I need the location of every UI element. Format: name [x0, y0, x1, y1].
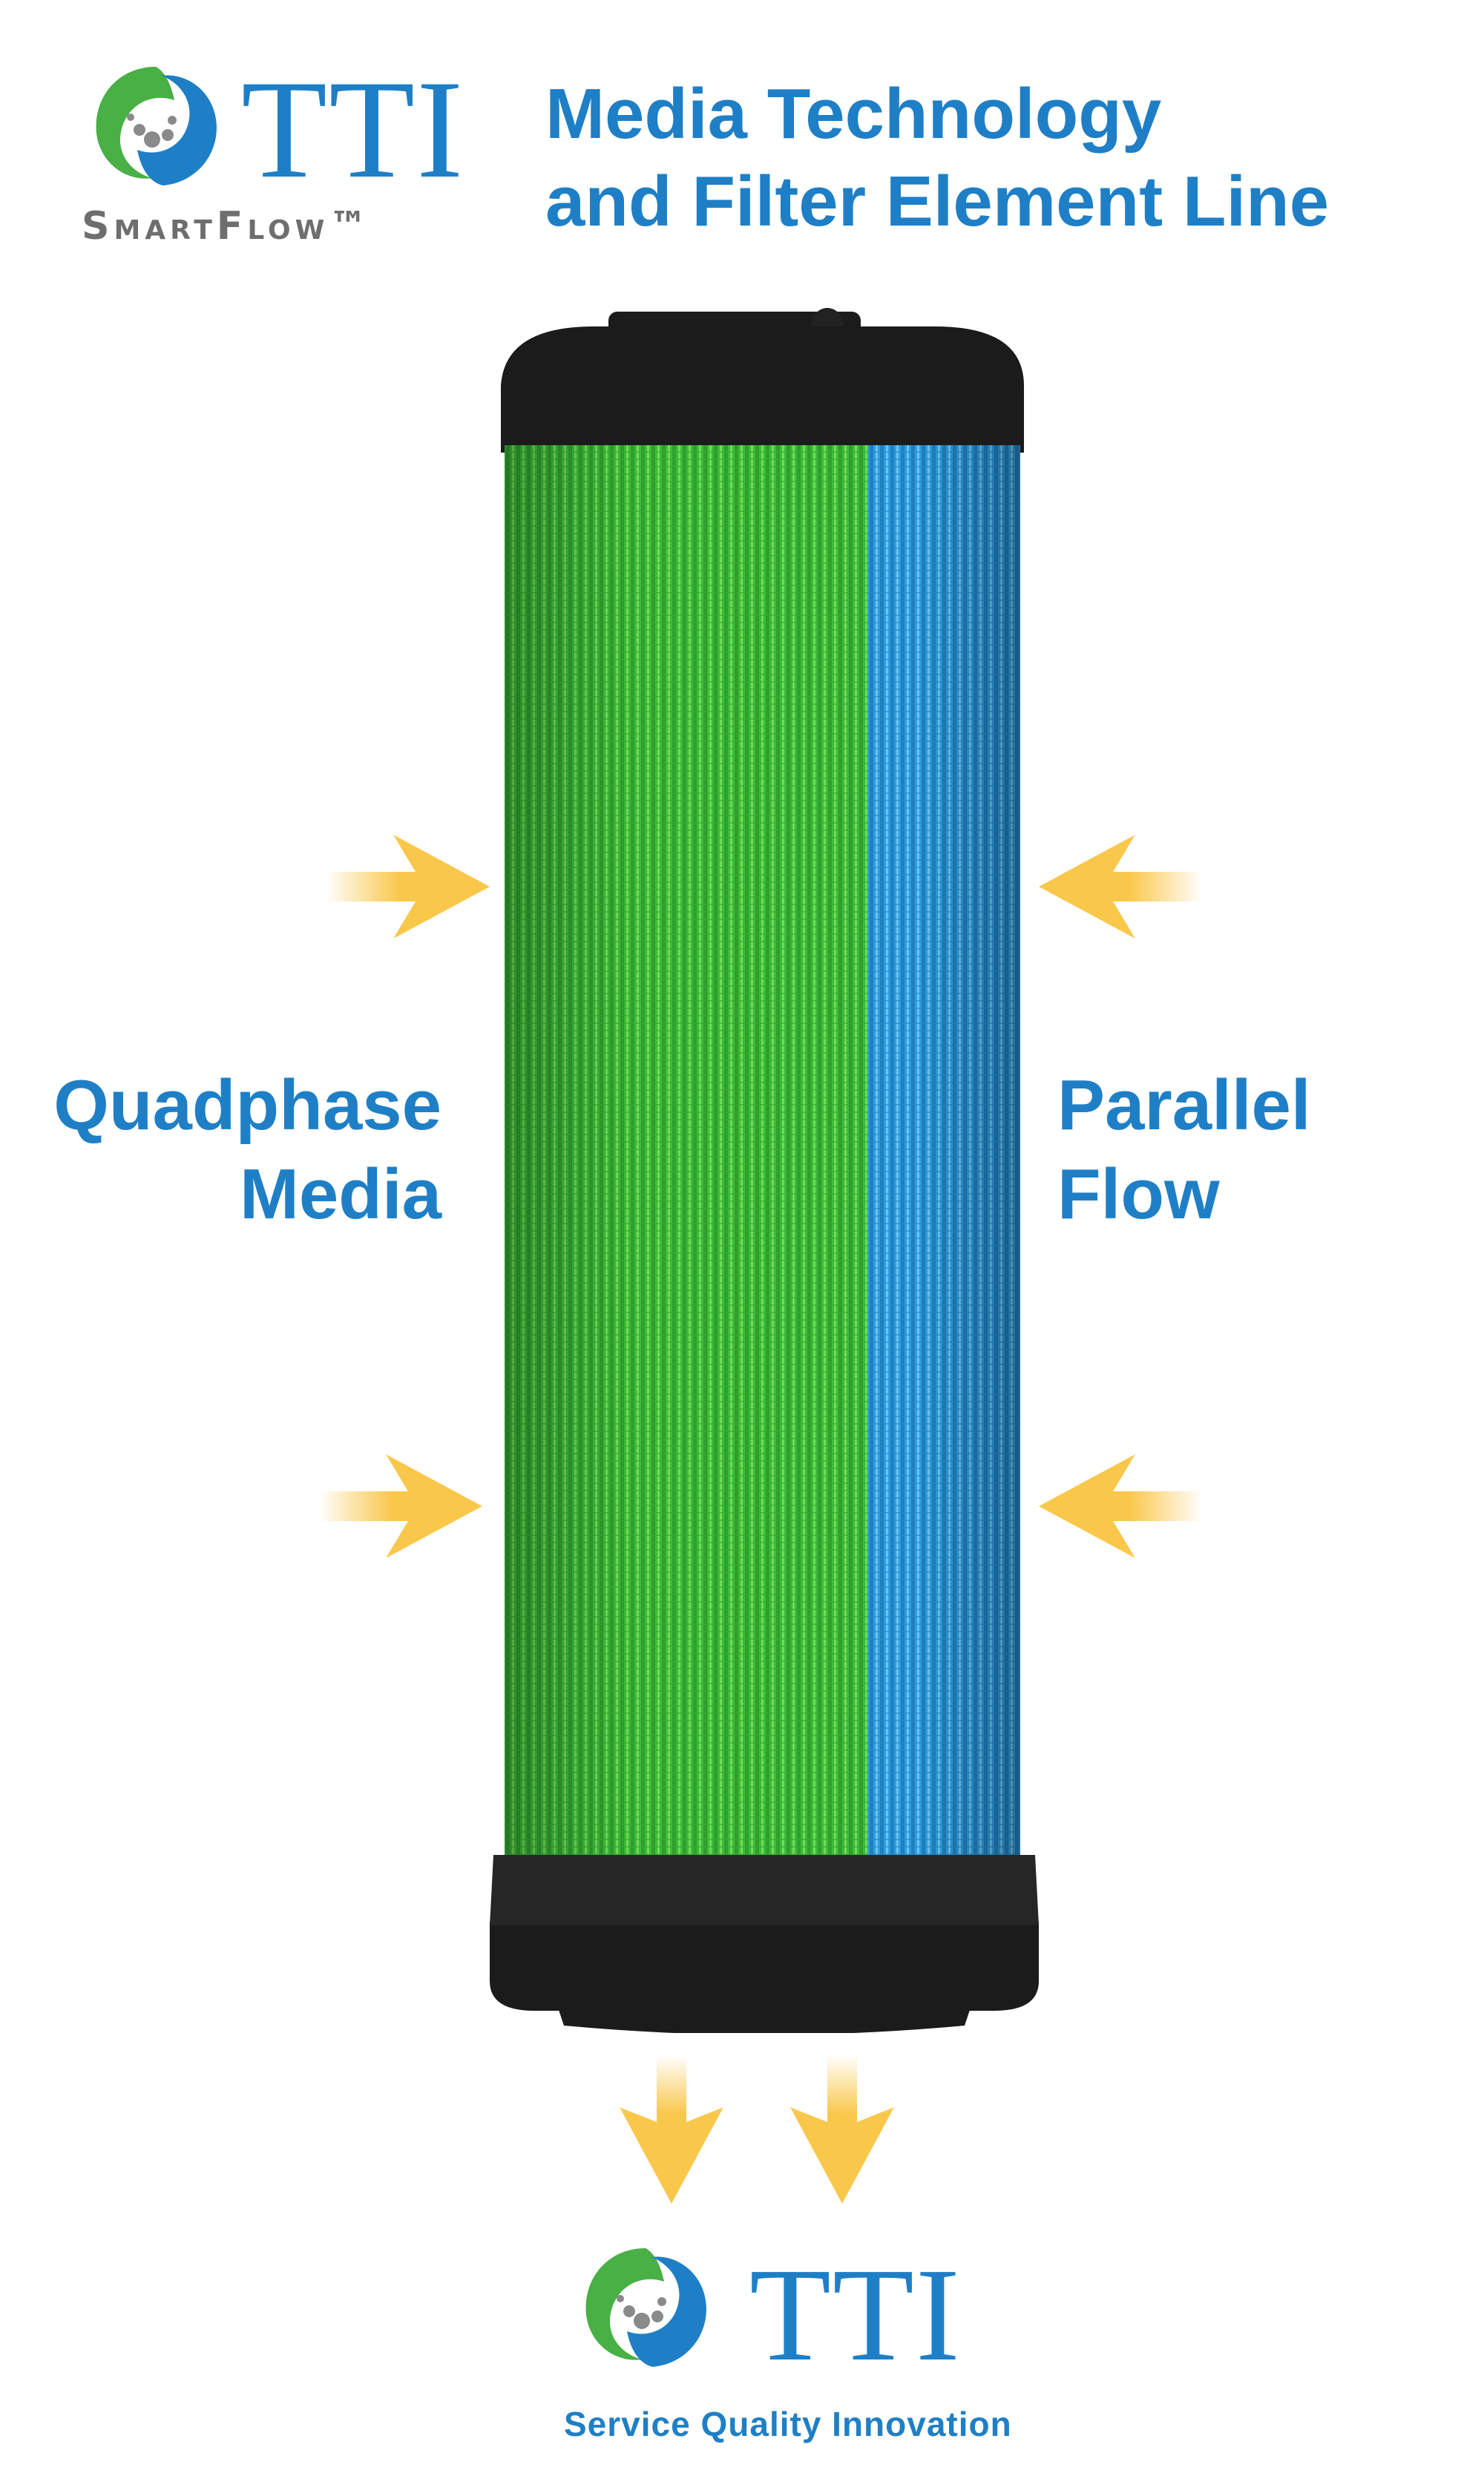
footer-tagline: Service Quality Innovation [564, 2405, 1012, 2443]
label-left-line-1: Quadphase [53, 1065, 441, 1145]
label-left-line-2: Media [239, 1155, 441, 1234]
footer-logo: TTI Service Quality Innovation [564, 2233, 1011, 2456]
filter-element [490, 308, 1039, 2033]
bottom-end-cap [490, 1922, 1039, 2011]
label-right-line-2: Flow [1057, 1155, 1220, 1234]
flow-arrow-icon [326, 835, 490, 939]
label-right-line-1: Parallel [1057, 1065, 1311, 1145]
product-name: SmartFlow™ [82, 204, 372, 249]
quadphase-media-label: Quadphase Media [53, 1061, 441, 1239]
flow-arrow-icon [790, 2055, 894, 2204]
tti-swirl-logo-icon [96, 67, 217, 185]
flow-arrow-icon [1039, 1454, 1202, 1558]
header-logo: TTI SmartFlow™ [82, 52, 467, 267]
title-line-1: Media Technology [545, 74, 1162, 154]
flow-arrow-icon [1039, 835, 1202, 939]
top-end-cap [501, 326, 1024, 453]
title-line-2: and Filter Element Line [545, 162, 1330, 241]
brand-name: TTI [241, 52, 465, 208]
page-title: Media Technology and Filter Element Line [545, 70, 1329, 246]
tti-swirl-logo-icon [585, 2248, 706, 2367]
flow-arrow-icon [620, 2055, 723, 2204]
flow-arrow-icon [319, 1454, 482, 1558]
parallel-flow-label: Parallel Flow [1057, 1061, 1311, 1239]
footer-brand-name: TTI [749, 2241, 962, 2388]
